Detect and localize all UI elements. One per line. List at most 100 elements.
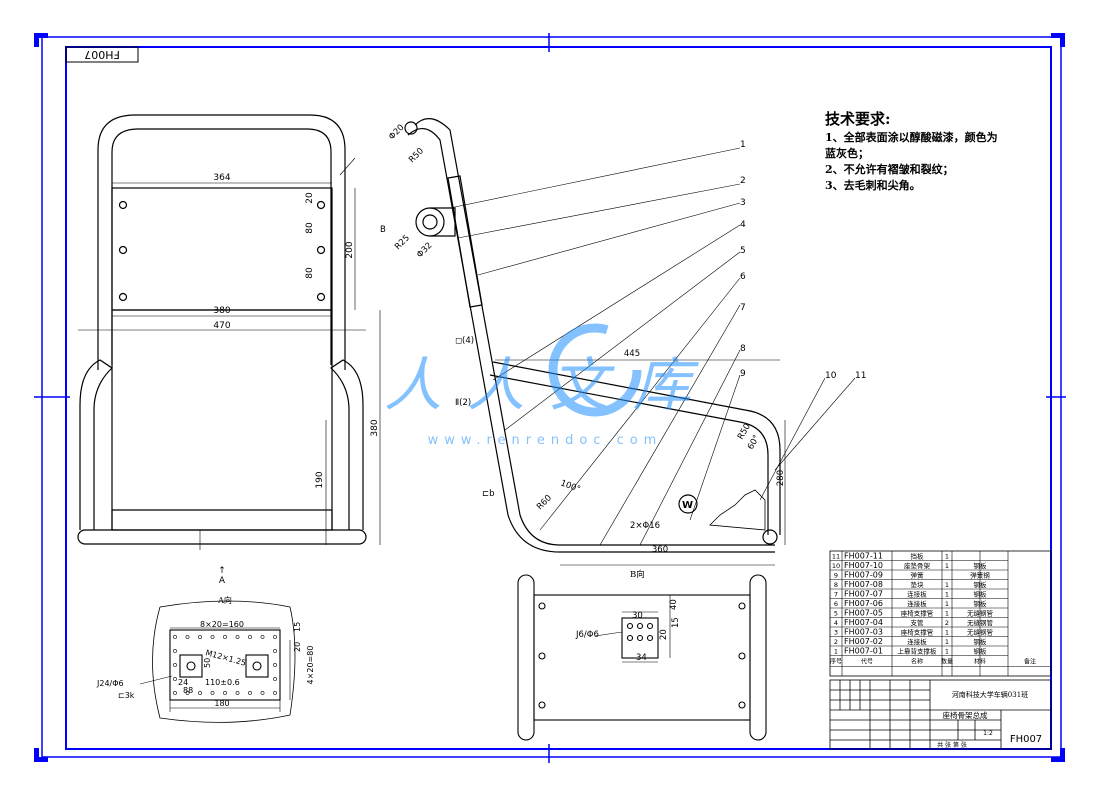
bom-cell-qty: 2 [945,619,949,627]
bom-cell-no: 3 [834,629,838,637]
drawing-title: 座椅骨架总成 [943,710,988,720]
mounting-hole [185,635,190,639]
weld-4: ◻(4) [455,336,474,346]
dim-20a: 20 [293,642,302,652]
arrow-up-a: ↑ [218,566,226,576]
bom-cell-name: 连接板 [907,590,927,599]
section-mark-a: A [219,576,226,586]
view-b-title: B向 [630,569,645,580]
dim-20b: 20 [659,629,669,640]
bom-header-code: 代号 [861,658,873,666]
dim-15: 15 [293,622,302,632]
mounting-hole [273,635,277,639]
label-100deg: 100° [559,478,582,494]
leader-numbers: 1 2 3 4 5 6 7 8 9 10 11 [740,140,866,381]
drawing-no-mirrored: FH007 [84,48,120,61]
dim-8x20: 8×20=160 [200,620,244,629]
dim-50: 50 [203,658,212,668]
dim-190: 190 [315,471,325,488]
view-b-labels: B向 30 40 15 20 34 J6/Φ6 [575,569,681,663]
tech-title: 技术要求: [825,110,891,128]
mounting-hole [173,677,177,681]
dim-200: 200 [345,241,355,258]
label-r50-top: R50 [407,146,426,165]
dim-360: 360 [652,545,668,555]
drawing-no-box-mirrored [65,46,139,63]
title-block-text: 河南科技大学车辆031班 座椅骨架总成 1:2 共 张 第 张 FH007 [937,690,1042,749]
view-a-title: A向 [217,595,232,605]
dim-20: 20 [305,192,315,204]
bom-cell-no: 5 [834,610,838,618]
tech-line-2: 蓝灰色； [825,146,869,160]
leader-9: 9 [740,369,746,379]
dim-80b: 80 [305,267,315,279]
bom-cell-mat: 钢板 [974,647,988,656]
dim-88: 88 [183,686,193,695]
watermark-url: www.renrendoc.com [428,433,663,448]
label-d32: Φ32 [415,241,434,260]
bom-header-qty: 数量 [941,658,953,666]
view-a-holes [173,635,277,695]
bom-cell-qty: 1 [945,629,949,637]
mounting-hole [260,635,265,639]
label-60deg: 60° [746,433,762,451]
leader-6: 6 [740,272,746,282]
label-r25: R25 [393,233,412,252]
dim-110: 110±0.6 [205,678,240,687]
bom-cell-code: FH007-07 [844,590,883,599]
bom-header-mat: 材料 [974,658,986,666]
scale-value: 1:2 [983,730,993,737]
mounting-hole [210,635,215,639]
watermark: 人人文库 www.renrendoc.com [384,323,716,448]
bom-cell-name: 座椅支撑管 [901,609,934,618]
watermark-brand: 人人文库 [384,351,716,419]
label-2xd16: 2×Φ16 [630,521,660,531]
bom-cell-no: 11 [832,553,840,561]
title-block [829,679,1052,750]
bom-cell-code: FH007-08 [844,580,883,589]
bom-cell-name: 座垫骨架 [904,561,931,570]
bom-cell-qty: 1 [945,638,949,646]
dim-34: 34 [636,653,647,663]
dim-180: 180 [214,699,229,708]
bom-cell-name: 弹簧 [911,571,925,580]
bom-cell-mat: 钢板 [974,637,988,646]
mounting-hole [273,649,277,653]
mounting-hole [173,635,177,639]
bom-cell-code: FH007-04 [844,618,883,627]
bom-cell-code: FH007-01 [844,647,883,656]
leader-7: 7 [740,303,746,313]
leader-11: 11 [855,371,866,381]
bom-header-note: 备注 [1024,658,1036,666]
bom-cell-mat: 钢板 [974,580,988,589]
leader-4: 4 [740,220,746,230]
school-name: 河南科技大学车辆031班 [952,690,1028,699]
leader-8: 8 [740,344,746,354]
label-weld3k: ⊏3k [118,691,135,700]
spring-symbol: W [682,500,693,511]
bom-cell-no: 9 [834,572,838,580]
tech-line-3: 2、不允许有褶皱和裂纹； [825,162,954,176]
dim-364: 364 [213,173,230,183]
bom-cell-name: 上靠背支撑板 [898,647,938,656]
front-view-dims: 364 20 80 80 200 380 470 380 190 A ↑ [213,173,380,586]
mounting-hole [173,691,177,695]
dim-30: 30 [632,611,643,621]
label-b: B [380,225,386,235]
bom-cell-mat: 无缝钢管 [967,609,994,618]
front-view [77,114,381,550]
bom-cell-no: 6 [834,600,838,608]
bom-cell-code: FH007-09 [844,571,883,580]
bom-cell-code: FH007-10 [844,561,883,570]
mounting-hole [223,691,227,695]
label-j6: J6/Φ6 [575,630,599,640]
bom-cell-name: 垫块 [911,580,925,589]
dim-380-top: 380 [213,306,230,316]
bom-cell-name: 座椅支撑管 [901,628,934,637]
tech-line-4: 3、去毛刺和尖角。 [825,178,921,192]
view-b [517,574,767,741]
bom-cell-mat: 无缝钢管 [967,628,994,637]
bom-cell-no: 7 [834,591,838,599]
bom-cell-no: 10 [832,562,840,570]
